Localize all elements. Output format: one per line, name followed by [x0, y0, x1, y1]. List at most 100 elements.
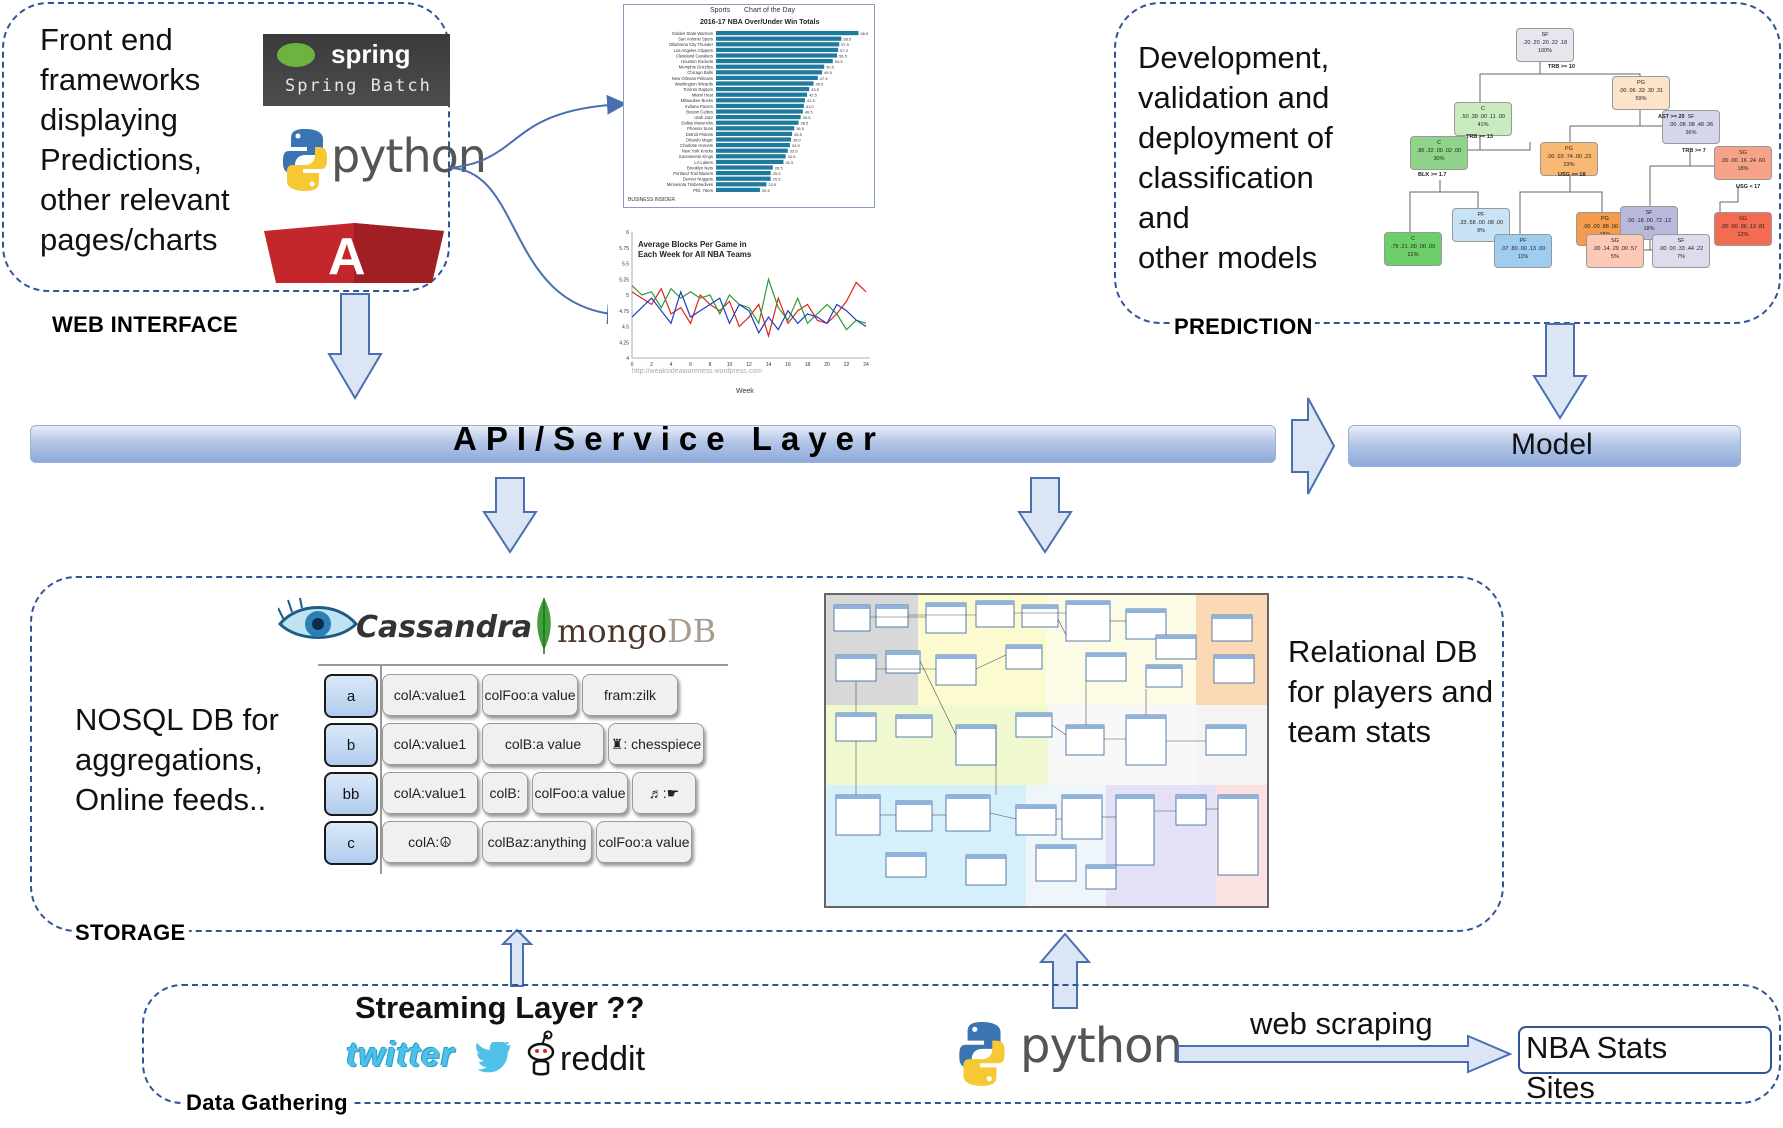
er-table-header [976, 601, 1014, 605]
tree-node-values: .00 .14 .29 .00 .57 [1592, 246, 1638, 252]
er-relation-line [919, 660, 957, 736]
nba-stats-sites-box [1518, 1026, 1772, 1074]
tree-node-values: .79 .21 .00 .00 .00 [1390, 244, 1436, 250]
python-logo-bottom: python [958, 1016, 1183, 1092]
er-table-header [886, 853, 926, 857]
spring-leaf-icon [277, 43, 315, 67]
reddit-wordmark: reddit [560, 1040, 646, 1078]
x-tick-label: 24 [863, 362, 869, 368]
line-chart-title-1: Average Blocks Per Game in [638, 240, 747, 249]
python-icon-bottom [959, 1022, 1005, 1086]
bar-value-label: 35.5 [794, 132, 803, 137]
er-table-header [1126, 609, 1166, 613]
x-tick-label: 8 [709, 362, 712, 368]
er-table-header [1036, 845, 1076, 849]
er-table-header [1146, 665, 1182, 669]
reddit-logo: reddit [526, 1028, 646, 1084]
er-table-header [1062, 795, 1102, 799]
bar-value-label: 25.5 [773, 177, 782, 182]
mongodb-word-db: DB [666, 612, 717, 650]
web-interface-description: Front end frameworks displaying Predicti… [40, 22, 230, 257]
er-table-header [1214, 655, 1254, 659]
tree-node-class: SG [1739, 216, 1747, 222]
tree-node-values: .07 .80 .00 .13 .00 [1500, 246, 1546, 252]
er-relation-line [989, 812, 1017, 820]
arrow-api-to-model [1291, 397, 1336, 495]
bar [716, 47, 839, 52]
bar-label: Minnesota Timberwolves [667, 182, 713, 187]
er-relation-line [1051, 724, 1067, 736]
tree-node-class: PG [1637, 80, 1645, 86]
x-tick-label: 12 [746, 362, 752, 368]
x-tick-label: 6 [689, 362, 692, 368]
tree-node-class: PG [1565, 146, 1573, 152]
angular-letter: A [328, 228, 366, 286]
tree-node-values: .00 .06 .33 .30 .31 [1618, 88, 1664, 94]
bar-label: New York Knicks [682, 149, 713, 154]
bar [716, 92, 808, 97]
y-tick-label: 5.25 [619, 277, 629, 283]
bar-value-label: 50.5 [826, 65, 835, 70]
spring-batch-text: Spring Batch [285, 76, 432, 96]
nosql-description: NOSQL DB for aggregations, Online feeds.… [75, 702, 279, 817]
twitter-wordmark: twitter [346, 1036, 455, 1074]
cassandra-wordmark: Cassandra [356, 610, 533, 645]
x-tick-label: 4 [670, 362, 673, 368]
er-table [1211, 614, 1253, 642]
row-key: a [324, 674, 378, 718]
bar-label: Detroit Pistons [686, 132, 713, 137]
er-table [975, 600, 1015, 628]
er-table [925, 602, 967, 634]
tree-split-label: USG >= 18 [1558, 172, 1586, 178]
bar-label: Brooklyn Nets [687, 165, 713, 170]
tree-node-percent: 59% [1635, 96, 1647, 102]
bar [716, 64, 825, 69]
line-chart-xlabel: Week [736, 388, 754, 395]
bar-label: Orlando Magic [686, 137, 713, 142]
api-service-layer-label: API/Service Layer [453, 420, 885, 457]
tree-node-percent: 11% [1517, 254, 1529, 260]
bar-label: Boston Celtics [686, 109, 713, 114]
bar-label: Chicago Bulls [687, 70, 713, 75]
column-family-key-line [380, 664, 382, 874]
tree-node-values: .00 .00 .16 .24 .60 [1720, 158, 1766, 164]
tree-node-class: C [1481, 106, 1485, 112]
er-table-header [1016, 805, 1056, 809]
tree-node-class: PG [1601, 216, 1609, 222]
column-cell: ♜: chesspiece [608, 723, 704, 765]
er-table-header [936, 655, 976, 659]
tree-node-values: .86 .32 .00 .02 .00 [1416, 148, 1462, 154]
model-bar [1348, 425, 1741, 467]
er-table [1213, 654, 1255, 684]
bar-value-label: 57.5 [841, 42, 850, 47]
api-service-layer-bar [30, 425, 1276, 463]
relational-description: Relational DB for players and team stats [1288, 634, 1494, 749]
bar-value-label: 25.5 [773, 171, 782, 176]
bar [716, 165, 773, 170]
bar-value-label: 43.5 [811, 87, 820, 92]
twitter-bird-icon [476, 1042, 511, 1073]
er-table [833, 604, 871, 632]
bar-value-label: 20.5 [762, 188, 771, 193]
streaming-layer-title: Streaming Layer ?? [355, 990, 645, 1025]
bar-label: Dallas Mavericks [681, 121, 713, 126]
bar [716, 98, 805, 103]
x-tick-label: 22 [844, 362, 850, 368]
bar-value-label: 41.5 [807, 98, 816, 103]
tree-node-class: SF [1687, 114, 1695, 120]
line-chart-title-2: Each Week for All NBA Teams [638, 250, 752, 259]
twitter-logo: twitter [346, 1036, 516, 1080]
bar [716, 36, 842, 41]
model-label: Model [1511, 428, 1593, 461]
python-logo-top: python [283, 123, 487, 203]
er-table-header [1022, 605, 1058, 609]
